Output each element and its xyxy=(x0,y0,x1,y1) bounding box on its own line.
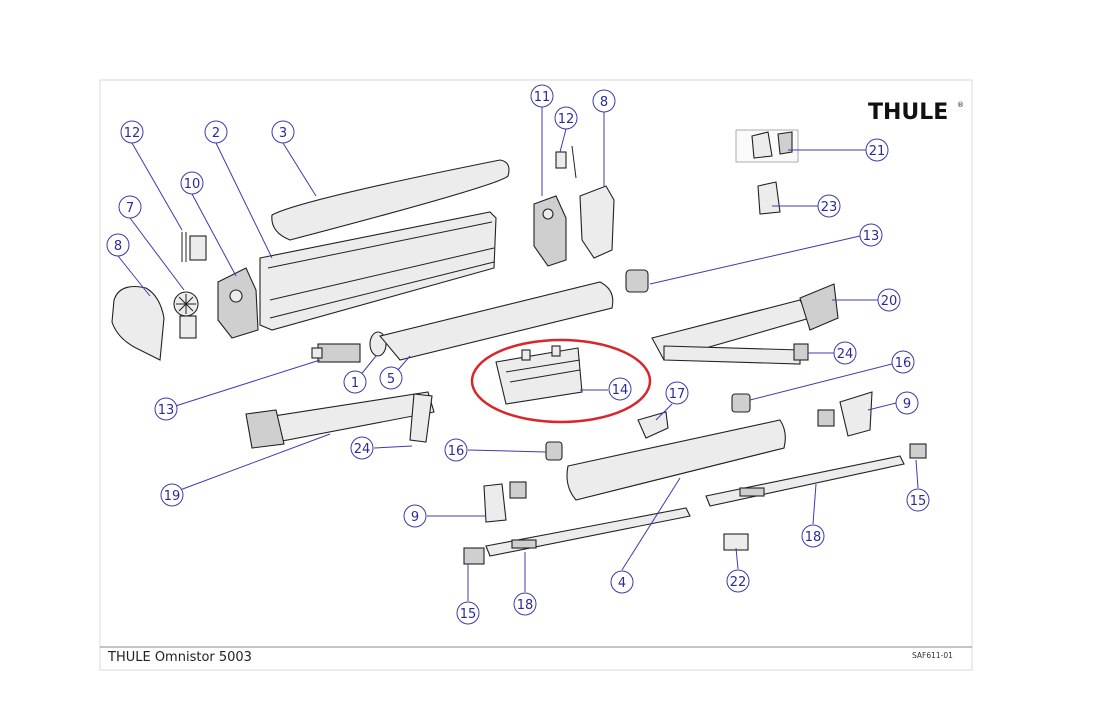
part-13-roller-plug-left xyxy=(311,343,361,363)
callout-16-right: 16 xyxy=(891,350,915,374)
svg-text:9: 9 xyxy=(903,397,911,412)
svg-text:4: 4 xyxy=(618,576,626,591)
callout-12-right: 12 xyxy=(554,106,578,130)
callout-8-right: 8 xyxy=(592,89,616,113)
svg-text:16: 16 xyxy=(448,444,465,459)
svg-text:15: 15 xyxy=(910,494,927,509)
callout-21: 21 xyxy=(865,138,889,162)
svg-text:14: 14 xyxy=(612,383,629,398)
part-18-leg-right xyxy=(705,455,905,507)
svg-text:11: 11 xyxy=(534,90,551,105)
part-23-clip xyxy=(757,181,781,215)
part-13-roller-plug-right xyxy=(625,269,649,293)
part-17-clip xyxy=(637,411,669,439)
part-8-cover-left xyxy=(111,285,165,361)
callout-15-left: 15 xyxy=(456,601,480,625)
svg-text:8: 8 xyxy=(114,239,122,254)
part-3-cover-profile xyxy=(271,159,510,241)
part-21-inset xyxy=(735,129,799,163)
svg-text:24: 24 xyxy=(837,347,854,362)
callout-11: 11 xyxy=(530,84,554,108)
svg-text:2: 2 xyxy=(212,126,220,141)
callout-1: 1 xyxy=(343,370,367,394)
callout-3: 3 xyxy=(271,120,295,144)
svg-text:1: 1 xyxy=(351,376,359,391)
callout-5: 5 xyxy=(379,366,403,390)
part-16-end-plug-right xyxy=(731,393,751,413)
part-8-cover-right xyxy=(579,185,615,259)
svg-text:17: 17 xyxy=(669,387,686,402)
svg-text:24: 24 xyxy=(354,442,371,457)
part-22-clip xyxy=(723,533,749,551)
part-24-arm-right-lower xyxy=(663,343,809,365)
callout-9-left: 9 xyxy=(403,504,427,528)
callout-10: 10 xyxy=(180,171,204,195)
svg-text:19: 19 xyxy=(164,489,181,504)
callout-17: 17 xyxy=(665,381,689,405)
brand-logo: THULE xyxy=(868,100,949,125)
callout-15-right: 15 xyxy=(906,488,930,512)
svg-text:7: 7 xyxy=(126,201,134,216)
svg-text:12: 12 xyxy=(558,112,575,127)
svg-text:3: 3 xyxy=(279,126,287,141)
svg-text:15: 15 xyxy=(460,607,477,622)
part-19-arm-left xyxy=(245,391,435,449)
part-20-arm-right xyxy=(651,283,839,361)
callout-2: 2 xyxy=(204,120,228,144)
highlight-ring-part-14 xyxy=(470,338,652,424)
callout-22: 22 xyxy=(726,569,750,593)
svg-text:18: 18 xyxy=(517,598,534,613)
part-14-bracket xyxy=(495,345,583,405)
callout-14: 14 xyxy=(608,377,632,401)
callout-13-right: 13 xyxy=(859,223,883,247)
svg-text:16: 16 xyxy=(895,356,912,371)
callout-4: 4 xyxy=(610,570,634,594)
part-7-gear xyxy=(173,291,199,339)
callout-18-right: 18 xyxy=(801,524,825,548)
svg-text:18: 18 xyxy=(805,530,822,545)
callout-20: 20 xyxy=(877,288,901,312)
svg-text:10: 10 xyxy=(184,177,201,192)
part-18-leg-left xyxy=(485,507,691,557)
part-15-foot-right xyxy=(909,443,927,459)
callout-9-right: 9 xyxy=(895,391,919,415)
callout-24-right: 24 xyxy=(833,341,857,365)
callout-12-left: 12 xyxy=(120,120,144,144)
part-9-cover-left xyxy=(483,481,527,523)
callout-8-left: 8 xyxy=(106,233,130,257)
document-title: THULE Omnistor 5003 xyxy=(108,650,252,665)
part-5-fabric xyxy=(379,281,614,361)
callout-7: 7 xyxy=(118,195,142,219)
svg-text:12: 12 xyxy=(124,126,141,141)
callout-16-left: 16 xyxy=(444,438,468,462)
part-15-foot-left xyxy=(463,547,485,565)
drawing-code: SAF611-01 xyxy=(912,651,953,660)
part-2-awning-profile xyxy=(259,211,497,331)
part-12-pin-right xyxy=(555,145,577,179)
svg-text:22: 22 xyxy=(730,575,747,590)
callout-13-left: 13 xyxy=(154,397,178,421)
svg-text:13: 13 xyxy=(158,403,175,418)
part-4-front-profile xyxy=(566,419,786,501)
callout-19: 19 xyxy=(160,483,184,507)
callout-24-left: 24 xyxy=(350,436,374,460)
part-12-pin-left xyxy=(181,232,207,262)
svg-text:13: 13 xyxy=(863,229,880,244)
svg-text:8: 8 xyxy=(600,95,608,110)
part-9-cover-right xyxy=(817,391,873,437)
registered-mark: ® xyxy=(957,101,964,109)
part-16-end-plug-left xyxy=(545,441,563,461)
svg-text:5: 5 xyxy=(387,372,395,387)
part-10-end-cap-left xyxy=(217,267,259,339)
svg-text:20: 20 xyxy=(881,294,898,309)
svg-text:21: 21 xyxy=(869,144,886,159)
part-11-end-cap-right xyxy=(533,195,567,267)
svg-text:23: 23 xyxy=(821,200,838,215)
callout-23: 23 xyxy=(817,194,841,218)
leader-lines xyxy=(117,107,919,601)
svg-text:9: 9 xyxy=(411,510,419,525)
callout-18-left: 18 xyxy=(513,592,537,616)
